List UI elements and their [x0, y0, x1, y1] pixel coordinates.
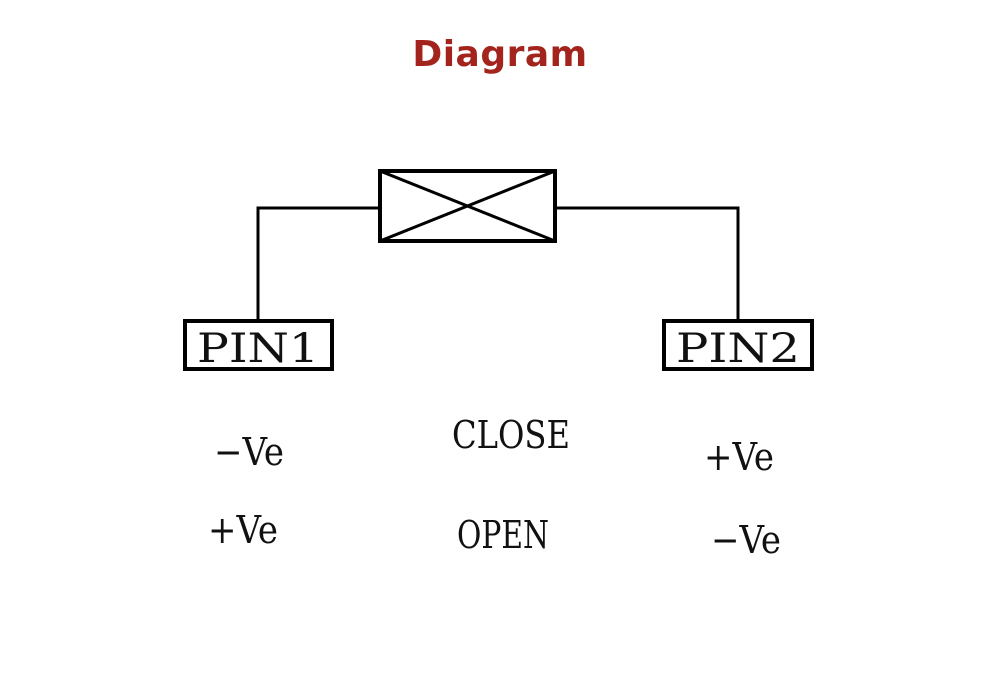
pin2-close-polarity: +Ve: [704, 435, 774, 479]
pin1-terminal: PIN1: [183, 319, 334, 372]
pin1-label: PIN1: [197, 326, 319, 372]
wire-right: [555, 206, 740, 320]
pin1-close-polarity: −Ve: [214, 430, 284, 474]
wire-left: [256, 206, 380, 320]
pin2-box: [662, 319, 814, 371]
state-close-label: CLOSE: [452, 413, 570, 457]
state-open-label: OPEN: [457, 513, 549, 557]
page-title: Diagram: [412, 34, 588, 75]
pin2-label: PIN2: [676, 326, 800, 372]
valve-icon: [378, 169, 557, 243]
pin2-open-polarity: −Ve: [711, 518, 781, 562]
pin1-open-polarity: +Ve: [208, 508, 278, 552]
pin1-box: [183, 319, 334, 371]
pin2-terminal: PIN2: [662, 319, 814, 372]
